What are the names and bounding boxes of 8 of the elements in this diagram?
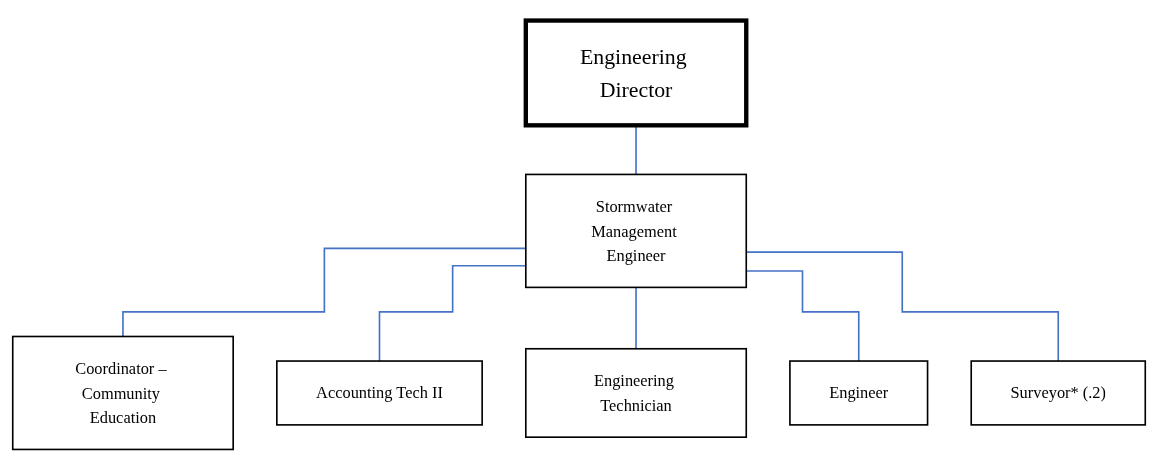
node-box: Engineering Director (523, 17, 749, 127)
node-box: Engineering Technician (525, 347, 748, 438)
node-box: Surveyor* (.2) (970, 359, 1147, 426)
node-box: Coordinator – Community Education (11, 335, 234, 450)
connector (635, 286, 637, 350)
node-box: Engineer (789, 359, 929, 426)
node-box: Accounting Tech II (276, 359, 483, 426)
node-box: Stormwater Management Engineer (525, 173, 748, 288)
